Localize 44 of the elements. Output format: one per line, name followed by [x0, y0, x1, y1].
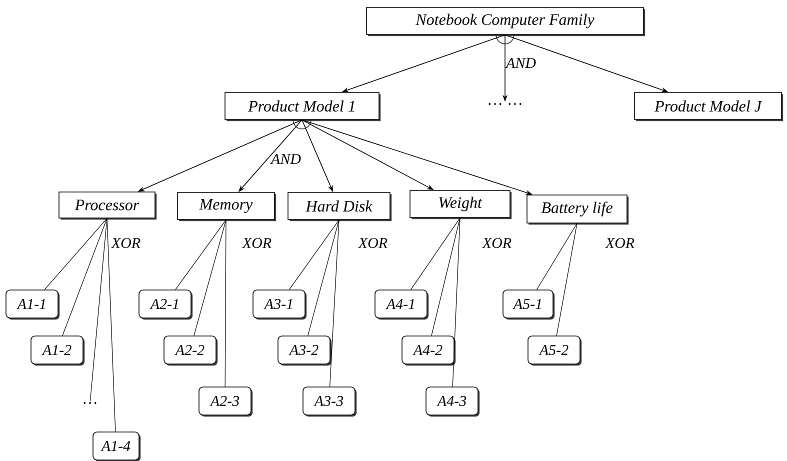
- option-box: A3-3: [302, 386, 357, 417]
- option-box: A3-1: [252, 290, 307, 320]
- connector-line: [431, 218, 460, 336]
- connector-line: [90, 218, 108, 402]
- option-box: A2-3: [198, 386, 253, 417]
- option-box: A2-1: [138, 290, 193, 320]
- operator-label: AND: [270, 154, 301, 164]
- connector-line: [194, 220, 226, 336]
- category-box: Hard Disk: [288, 192, 392, 222]
- category-box: Battery life: [526, 194, 629, 225]
- connector-line: [62, 218, 108, 336]
- connector-line: [452, 218, 460, 387]
- ellipsis-text: … …: [488, 103, 522, 105]
- connector-line: [224, 220, 226, 387]
- option-box: A1-2: [30, 336, 85, 366]
- connector-line: [44, 218, 108, 290]
- option-box: A1-4: [92, 432, 141, 461]
- category-box: Product Model 1: [224, 92, 381, 122]
- option-box: A5-1: [502, 290, 555, 320]
- option-box: A3-2: [278, 336, 332, 366]
- connector-line: [175, 220, 226, 290]
- connector-line: [556, 223, 578, 336]
- option-box: A4-1: [374, 290, 429, 320]
- operator-label: XOR: [358, 238, 388, 248]
- ellipsis-text: …: [84, 402, 96, 404]
- option-box: A4-2: [402, 336, 456, 366]
- option-box: A4-3: [426, 386, 480, 417]
- connector-line: [536, 223, 578, 290]
- option-box: A2-2: [164, 336, 218, 366]
- category-box: Weight: [410, 190, 512, 220]
- connector-line: [288, 220, 340, 290]
- connector-line: [330, 220, 340, 387]
- option-box: A1-1: [6, 290, 60, 320]
- operator-label: XOR: [242, 238, 272, 248]
- connector-line: [106, 218, 116, 432]
- operator-label: XOR: [482, 238, 512, 248]
- category-box: Product Model J: [634, 92, 784, 122]
- operator-label: XOR: [110, 238, 140, 248]
- connector-line: [410, 218, 460, 290]
- category-box: Processor: [58, 192, 157, 220]
- option-box: A5-2: [528, 336, 582, 366]
- connector-line: [308, 220, 340, 336]
- category-box: Notebook Computer Family: [366, 7, 646, 36]
- category-box: Memory: [177, 192, 276, 222]
